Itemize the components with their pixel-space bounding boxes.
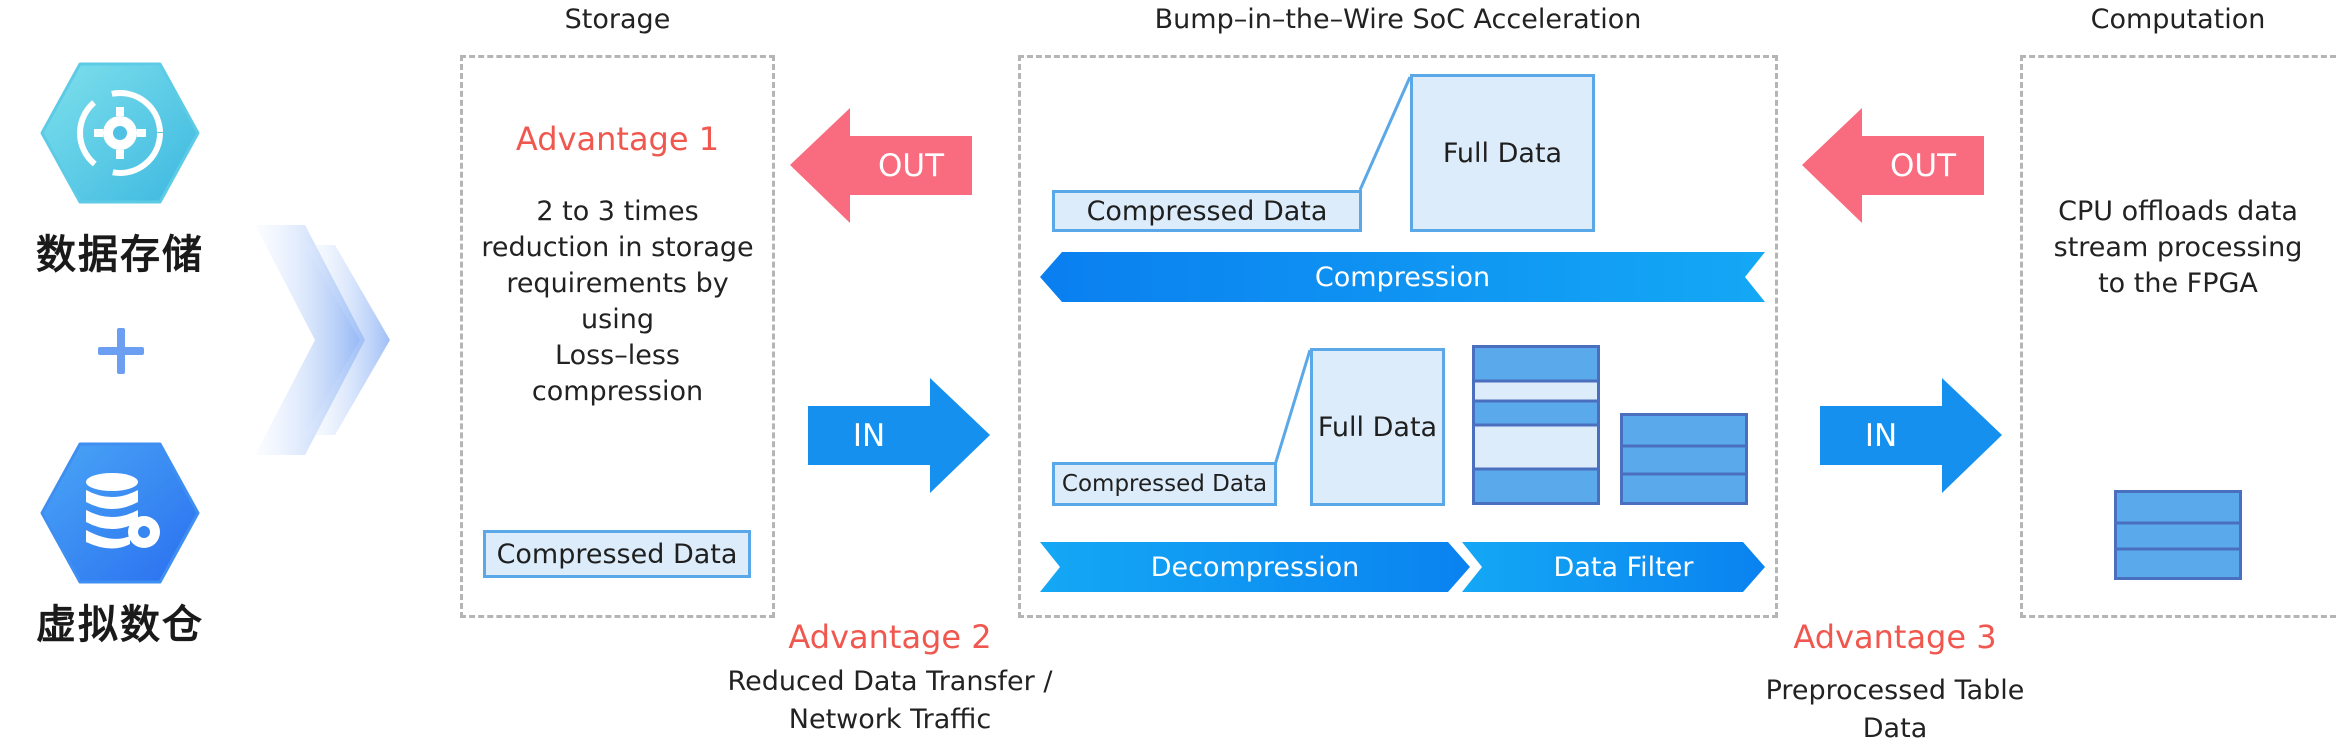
out-arrow-left: OUT [790, 108, 972, 223]
top-compressed-data-box: Compressed Data [1052, 190, 1362, 232]
processed-table-icon [2114, 490, 2242, 580]
soc-title: Bump–in–the–Wire SoC Acceleration [1154, 4, 1642, 35]
storage-sync-gear-icon [40, 58, 200, 208]
decompression-label: Decompression [1150, 551, 1360, 583]
in-label-left: IN [852, 417, 886, 454]
out-arrow-right: OUT [1802, 108, 1984, 223]
left-label-bottom: 虚拟数仓 [36, 602, 204, 648]
in-label-right: IN [1864, 417, 1898, 454]
data-filter-band: Data Filter [1462, 542, 1765, 592]
computation-text: CPU offloads data stream processing to t… [2053, 196, 2303, 299]
data-filter-label: Data Filter [1553, 551, 1694, 583]
out-label-left: OUT [877, 147, 945, 184]
soc-panel [1018, 55, 1778, 618]
database-gear-icon [40, 438, 200, 588]
computation-title: Computation [2090, 4, 2266, 35]
storage-compressed-data-box: Compressed Data [483, 530, 751, 578]
compression-label: Compression [1314, 261, 1491, 293]
advantage-1-text: 2 to 3 times reduction in storage requir… [481, 196, 754, 407]
plus-icon [96, 326, 146, 376]
in-arrow-left: IN [808, 378, 990, 493]
decompression-band: Decompression [1040, 542, 1470, 592]
in-arrow-right: IN [1820, 378, 2002, 493]
advantage-2-title: Advantage 2 [788, 618, 992, 656]
compression-band: Compression [1040, 252, 1765, 302]
advantage-3-text: Preprocessed Table Data [1765, 675, 2025, 744]
advantage-2-text: Reduced Data Transfer / Network Traffic [727, 666, 1053, 735]
table-icon [1472, 345, 1600, 505]
storage-title: Storage [564, 4, 671, 35]
storage-panel [460, 55, 775, 618]
computation-panel [2020, 55, 2336, 618]
left-label-top: 数据存储 [36, 232, 204, 278]
decompress-connector [1050, 345, 1450, 510]
advantage-1-title: Advantage 1 [515, 120, 720, 158]
compress-connector [1050, 72, 1610, 234]
out-label-right: OUT [1889, 147, 1957, 184]
advantage-3-title: Advantage 3 [1793, 618, 1997, 656]
chevron-right-icon [255, 225, 405, 455]
top-full-data-box: Full Data [1410, 74, 1595, 232]
filtered-table-icon [1620, 413, 1748, 505]
bottom-full-data-box: Full Data [1310, 348, 1445, 506]
bottom-compressed-data-box: Compressed Data [1052, 462, 1277, 506]
